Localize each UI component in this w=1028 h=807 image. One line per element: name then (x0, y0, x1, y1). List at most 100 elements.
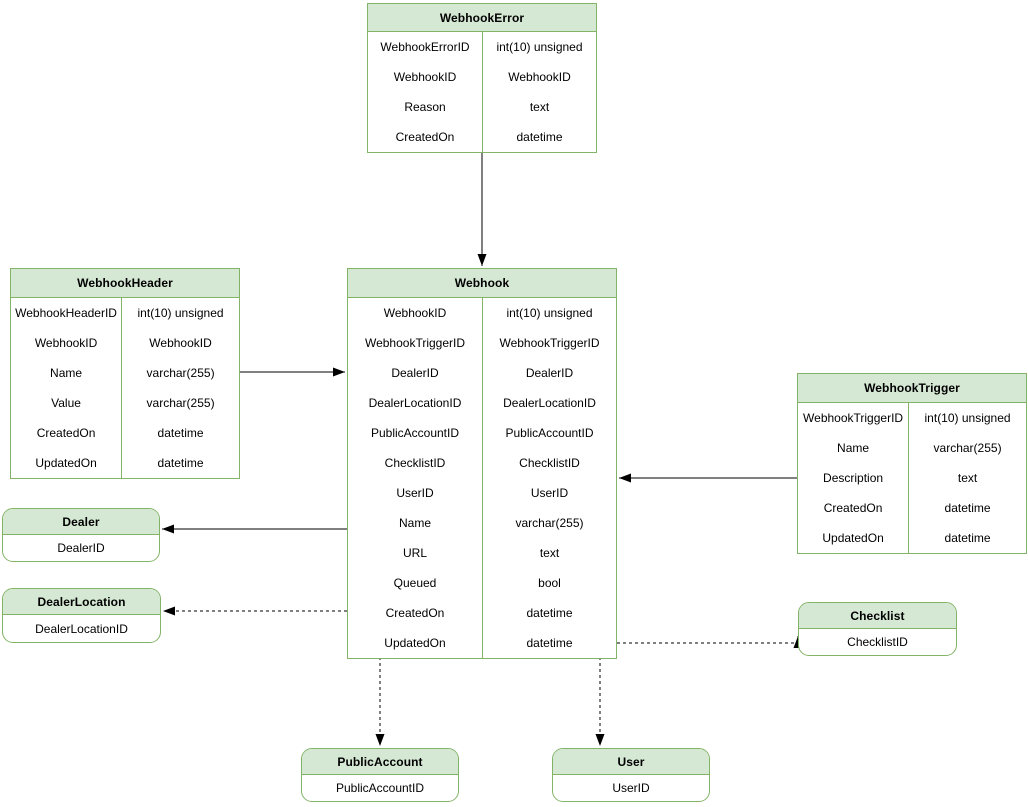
field-name: CreatedOn (36, 426, 96, 440)
field-name: UserID (612, 781, 650, 795)
field-type: varchar(255) (908, 433, 1026, 463)
entity-row: PublicAccountID (302, 775, 458, 801)
field-name: PublicAccountID (370, 426, 460, 440)
entity-row: WebhookID WebhookID (368, 62, 596, 92)
edge-webhook-to-checklist (617, 636, 803, 648)
field-name: WebhookErrorID (380, 40, 470, 54)
field-name: CreatedOn (385, 606, 445, 620)
field-type: datetime (482, 122, 596, 152)
field-type: DealerID (482, 358, 616, 388)
entity-row: ChecklistID (799, 629, 956, 655)
field-type: varchar(255) (121, 388, 239, 418)
field-name: UpdatedOn (822, 531, 884, 545)
entity-row: WebhookTriggerID int(10) unsigned (798, 403, 1026, 433)
field-type: DealerLocationID (482, 388, 616, 418)
field-type: WebhookID (121, 328, 239, 358)
entity-row: DealerLocationID (3, 615, 160, 642)
entity-row: CreatedOn datetime (348, 598, 616, 628)
field-name: DealerLocationID (368, 396, 462, 410)
entity-row: DealerID DealerID (348, 358, 616, 388)
field-name: Name (837, 441, 870, 455)
entity-row: CreatedOn datetime (368, 122, 596, 152)
entity-title: WebhookTrigger (798, 374, 1026, 403)
field-name: Description (823, 471, 884, 485)
field-type: PublicAccountID (482, 418, 616, 448)
entity-row: Description text (798, 463, 1026, 493)
entity-title: Dealer (3, 509, 159, 535)
entity-row: UserID UserID (348, 478, 616, 508)
field-name: DealerID (391, 366, 439, 380)
field-type: datetime (908, 523, 1026, 553)
entity-row: WebhookHeaderID int(10) unsigned (11, 298, 239, 328)
field-type: int(10) unsigned (482, 298, 616, 328)
entity-row: UpdatedOn datetime (798, 523, 1026, 553)
entity-title: Checklist (799, 603, 956, 629)
entity-row: Queued bool (348, 568, 616, 598)
field-type: WebhookID (482, 62, 596, 92)
field-name: WebhookID (383, 306, 447, 320)
entity-title: DealerLocation (3, 589, 160, 615)
entity-row: PublicAccountID PublicAccountID (348, 418, 616, 448)
entity-row: DealerID (3, 535, 159, 561)
entity-row: WebhookID WebhookID (11, 328, 239, 358)
field-name: URL (402, 546, 427, 560)
entity-row: UpdatedOn datetime (348, 628, 616, 658)
entity-title: WebhookError (368, 4, 596, 32)
field-name: ChecklistID (384, 456, 446, 470)
field-type: datetime (482, 598, 616, 628)
entity-row: WebhookErrorID int(10) unsigned (368, 32, 596, 62)
field-name: WebhookTriggerID (364, 336, 466, 350)
field-name: Name (50, 366, 83, 380)
field-type: text (482, 538, 616, 568)
field-name: UserID (396, 486, 434, 500)
field-type: UserID (482, 478, 616, 508)
field-type: bool (482, 568, 616, 598)
field-name: WebhookHeaderID (15, 306, 117, 320)
entity-row: DealerLocationID DealerLocationID (348, 388, 616, 418)
field-name: UpdatedOn (384, 636, 446, 650)
field-name: ChecklistID (847, 635, 908, 649)
entity-row: UserID (553, 775, 709, 801)
field-type: datetime (121, 448, 239, 478)
field-type: varchar(255) (482, 508, 616, 538)
field-name: Value (51, 396, 81, 410)
field-name: WebhookTriggerID (803, 411, 904, 425)
field-type: int(10) unsigned (482, 32, 596, 62)
entity-row: WebhookID int(10) unsigned (348, 298, 616, 328)
field-type: text (908, 463, 1026, 493)
entity-title: Webhook (348, 269, 616, 298)
entity-title: WebhookHeader (11, 269, 239, 298)
field-name: WebhookID (393, 70, 457, 84)
field-type: int(10) unsigned (908, 403, 1026, 433)
field-name: PublicAccountID (335, 781, 425, 795)
entity-row: WebhookTriggerID WebhookTriggerID (348, 328, 616, 358)
field-type: int(10) unsigned (121, 298, 239, 328)
field-type: WebhookTriggerID (482, 328, 616, 358)
entity-row: URL text (348, 538, 616, 568)
field-name: CreatedOn (395, 130, 455, 144)
entity-row: Name varchar(255) (348, 508, 616, 538)
field-type: datetime (121, 418, 239, 448)
field-name: Reason (404, 100, 446, 114)
field-name: DealerID (57, 541, 105, 555)
field-name: Name (398, 516, 431, 530)
field-name: WebhookID (34, 336, 98, 350)
field-name: Queued (393, 576, 437, 590)
field-name: DealerLocationID (35, 621, 128, 636)
field-type: datetime (482, 628, 616, 658)
entity-row: Value varchar(255) (11, 388, 239, 418)
entity-title: PublicAccount (302, 749, 458, 775)
